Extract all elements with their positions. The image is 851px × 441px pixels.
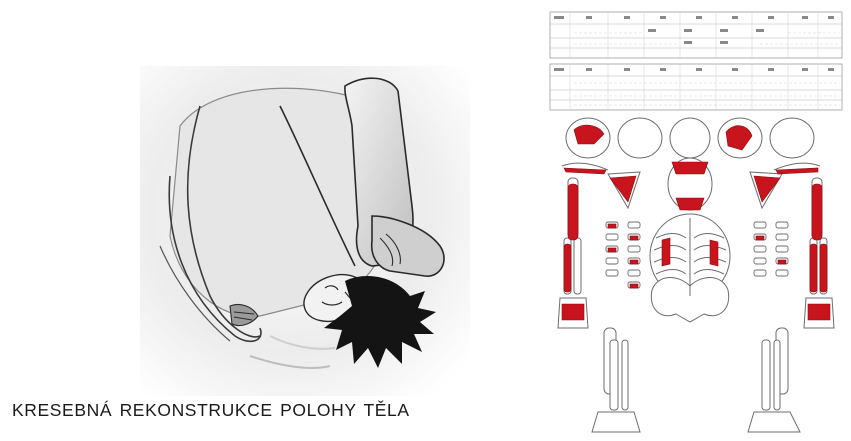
record-table [548,10,844,114]
body-position-drawing [140,66,470,396]
skeleton-preservation-chart [548,114,844,438]
record-sheet [548,10,844,438]
drawing-caption: KRESEBNÁ REKONSTRUKCE POLOHY TĚLA [12,400,542,421]
